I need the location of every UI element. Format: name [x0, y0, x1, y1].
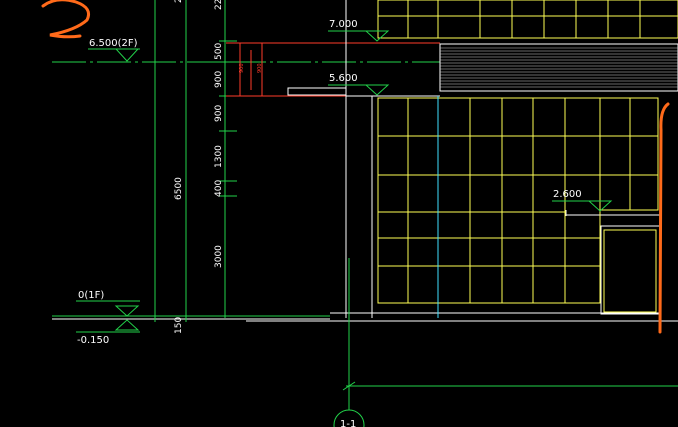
level-label-top: 7.000 [329, 19, 358, 30]
dim-150: 150 [174, 317, 184, 334]
dim-3000: 3000 [214, 245, 224, 268]
level-marker-ground-triangle [114, 319, 140, 331]
dim-500: 500 [214, 43, 224, 60]
level-marker-mid-triangle [364, 84, 390, 96]
dim-400: 400 [214, 180, 224, 197]
level-marker-2f-triangle [114, 48, 140, 62]
level-label-2f: 6.500(2F) [89, 38, 138, 49]
handwritten-section-mark [41, 0, 91, 39]
level-label-1f: 0(1F) [78, 290, 104, 301]
handwritten-vertical-mark [658, 102, 670, 334]
grid-axis-label: 1-1 [340, 419, 356, 427]
window-detail-red [226, 42, 440, 97]
level-label-ground: -0.150 [77, 335, 109, 346]
dim-900-a: 900 [214, 71, 224, 88]
axis-dimension-tick [342, 381, 356, 391]
dim-1300: 1300 [214, 145, 224, 168]
dim-22: 22 [214, 0, 224, 10]
louver-slats [440, 47, 678, 88]
level-label-right: 2.600 [553, 189, 582, 200]
dim-900-b: 900 [214, 105, 224, 122]
level-label-mid: 5.600 [329, 73, 358, 84]
grid-axis-bubble[interactable] [333, 409, 365, 427]
level-marker-right-triangle [587, 200, 613, 212]
level-marker-top-triangle [364, 30, 390, 42]
window-detail-label-b: 900 [257, 63, 263, 73]
building-outline [246, 0, 678, 322]
dim-6500: 6500 [174, 177, 184, 200]
level-marker-1f-triangle [114, 305, 140, 317]
window-detail-label-a: 900 [239, 63, 245, 73]
curtain-wall-upper [377, 0, 678, 39]
louver-panel [439, 43, 678, 92]
curtain-wall-main [377, 97, 659, 313]
dim-top-cut: 22 [174, 0, 184, 3]
